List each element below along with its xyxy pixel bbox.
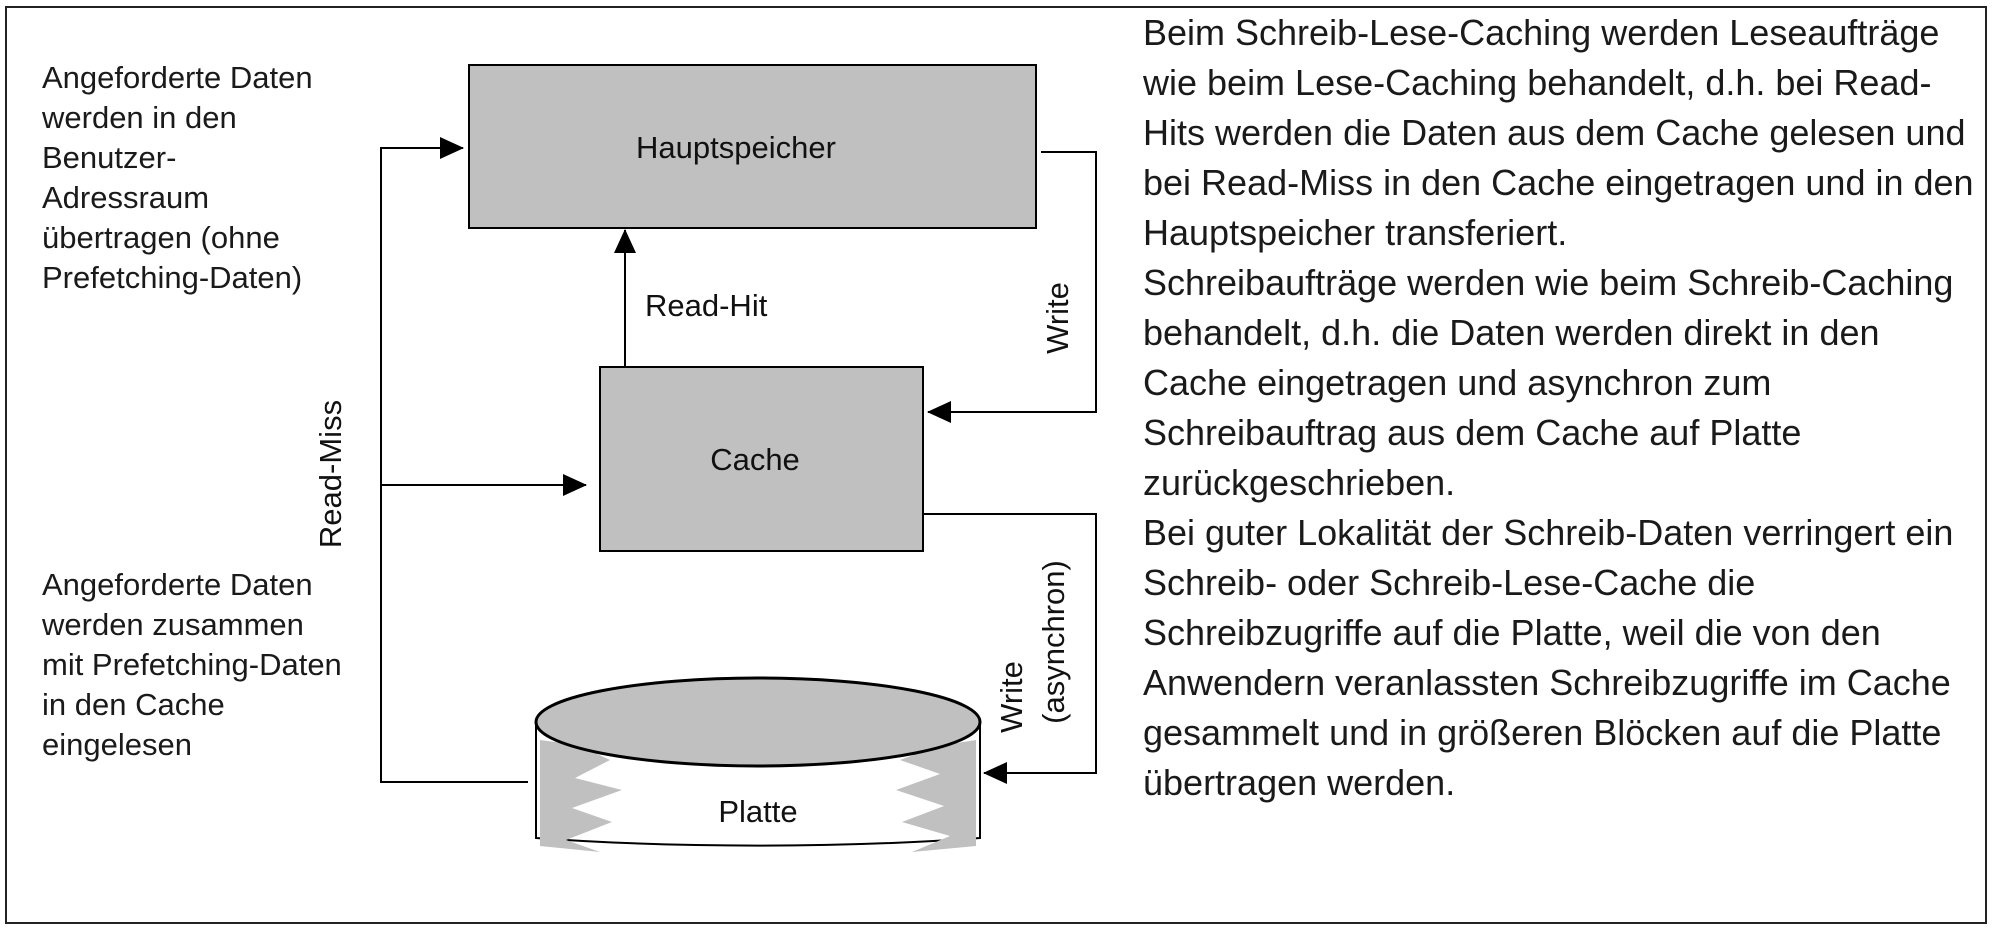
description-paragraph-locality: Bei guter Lokalität der Schreib-Daten ve… [1143,512,1954,803]
disk-right-jag [896,740,976,852]
write-async-arrow: Write (asynchron) [923,513,1097,784]
cache-box: Cache [599,366,924,552]
write-arrow: Write [927,151,1097,423]
cache-label: Cache [710,442,800,477]
read-miss-label: Read-Miss [313,400,348,548]
main-memory-label: Hauptspeicher [636,130,836,165]
disk-cylinder: Platte [534,676,982,852]
write-async-label-line2: (asynchron) [1036,560,1071,724]
note-read-miss-prefetch: Angeforderte Daten werden zusammen mit P… [42,567,342,762]
disk-label: Platte [718,794,797,829]
figure-frame [5,6,1987,924]
write-async-label-line1: Write [994,661,1029,733]
read-hit-arrow: Read-Hit [614,229,768,367]
main-memory-box: Hauptspeicher [468,64,1037,229]
note-read-miss-user-space: Angeforderte Daten werden in den Benutze… [42,60,313,295]
description-paragraph-write: Schreibaufträge werden wie beim Schreib-… [1143,262,1954,503]
write-label: Write [1040,282,1075,354]
read-hit-label: Read-Hit [645,288,768,323]
description-paragraph-read: Beim Schreib-Lese-Caching werden Leseauf… [1143,12,1974,253]
disk-left-jag [540,740,622,852]
read-miss-arrow: Read-Miss [313,137,587,783]
description-text: Beim Schreib-Lese-Caching werden Leseauf… [1143,8,1983,808]
